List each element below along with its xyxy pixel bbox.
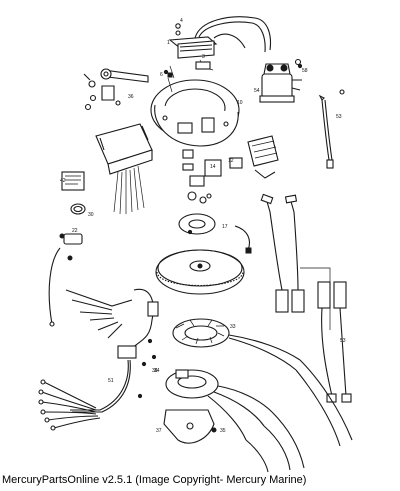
svg-text:37: 37	[156, 428, 162, 434]
svg-text:3: 3	[202, 54, 205, 60]
rectifier	[247, 135, 279, 179]
ground-lead	[48, 233, 83, 327]
svg-text:4: 4	[180, 18, 183, 24]
ignition-plate	[150, 65, 240, 147]
stator	[172, 318, 301, 371]
lead-bundle	[38, 379, 101, 431]
spark-plug-wires-upper	[260, 193, 305, 313]
svg-text:1: 1	[167, 40, 170, 46]
svg-text:54: 54	[254, 88, 260, 94]
svg-text:51: 51	[108, 378, 114, 384]
timing-plate-small	[178, 213, 252, 254]
switch-box	[61, 123, 153, 215]
fasteners	[137, 63, 303, 399]
svg-text:14: 14	[210, 164, 216, 170]
lever-bracket-assembly	[83, 68, 149, 111]
svg-text:33: 33	[230, 324, 236, 330]
trigger-assembly	[165, 369, 273, 441]
trigger-leads	[245, 359, 353, 473]
svg-text:34: 34	[154, 368, 160, 374]
svg-text:17: 17	[222, 224, 228, 230]
image-caption: MercuryPartsOnline v2.5.1 (Image Copyrig…	[2, 474, 307, 486]
svg-text:53: 53	[336, 114, 342, 120]
battery-lead-wire	[318, 89, 345, 169]
svg-text:36: 36	[128, 94, 134, 100]
svg-text:35: 35	[220, 428, 226, 434]
spark-plug-wires-lower	[300, 267, 352, 403]
top-bracket-assembly	[168, 16, 272, 71]
svg-text:10: 10	[237, 100, 243, 106]
svg-text:58: 58	[302, 68, 308, 74]
svg-text:12: 12	[228, 158, 234, 164]
svg-text:6: 6	[160, 72, 163, 78]
svg-text:42: 42	[60, 178, 66, 184]
svg-text:36: 36	[152, 368, 158, 374]
trigger-parts	[182, 149, 243, 204]
wiring-harness	[65, 288, 159, 413]
flywheel	[155, 249, 245, 295]
starter-solenoid	[259, 58, 302, 103]
svg-text:22: 22	[72, 228, 78, 234]
trigger-bracket	[163, 409, 217, 444]
svg-text:30: 30	[88, 212, 94, 218]
svg-text:53: 53	[340, 338, 346, 344]
callout-numbers: 4 1 3 6 10 36 58 54 53 42 30 12 14 17 22…	[60, 18, 346, 434]
wire-clamp	[70, 203, 86, 215]
